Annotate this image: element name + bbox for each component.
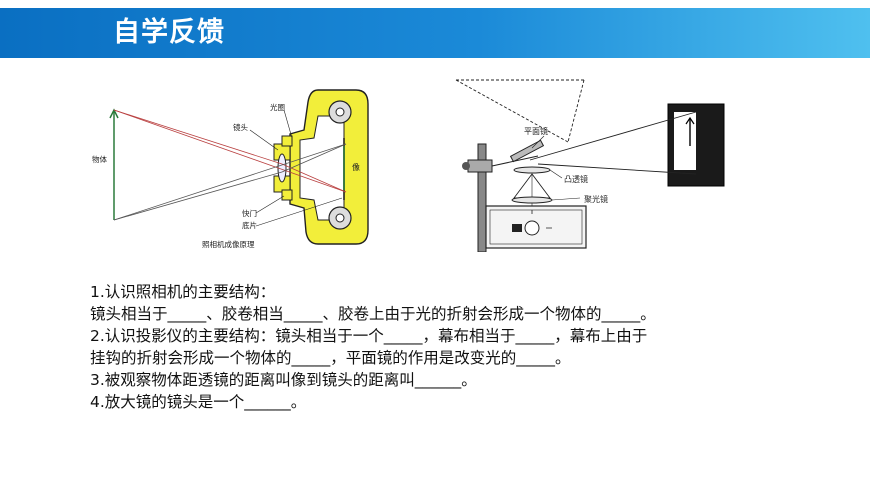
- title-banner: 自学反馈: [0, 8, 870, 58]
- plane-mirror: [509, 139, 545, 163]
- label-shutter: 快门: [242, 208, 257, 218]
- label-object: 物体: [92, 154, 107, 164]
- page-title: 自学反馈: [113, 17, 225, 48]
- question-line: 挂钩的折射会形成一个物体的_____，平面镜的作用是改变光的_____。: [90, 349, 571, 367]
- label-mirror: 平面镜: [524, 126, 548, 136]
- label-film: 底片: [242, 220, 257, 230]
- camera-diagram: 光圈 镜头 物体 像 快门 底片 照相机成像原理: [86, 80, 376, 256]
- question-line: 镜头相当于_____、胶卷相当_____、胶卷上由于光的折射会形成一个物体的__…: [90, 305, 656, 323]
- projector-pole: [477, 143, 487, 252]
- label-convex-lens: 凸透镜: [564, 174, 588, 184]
- figure-caption: 照相机成像原理: [202, 239, 255, 249]
- projector-diagram: 平面镜 凸透镜 聚光镜: [452, 78, 728, 252]
- question-line: 4.放大镜的镜头是一个______。: [90, 393, 307, 411]
- label-condenser: 聚光镜: [584, 194, 608, 204]
- projector-lamp-icon: [524, 220, 540, 236]
- condenser-lens: [511, 196, 553, 204]
- question-line: 2.认识投影仪的主要结构：镜头相当于一个_____，幕布相当于_____，幕布上…: [90, 327, 648, 345]
- label-aperture: 光圈: [270, 102, 285, 112]
- question-line: 3.被观察物体距透镜的距离叫像到镜头的距离叫______。: [90, 371, 477, 389]
- question-block: 1.认识照相机的主要结构： 镜头相当于_____、胶卷相当_____、胶卷上由于…: [90, 281, 820, 413]
- label-image: 像: [352, 162, 360, 172]
- label-lens: 镜头: [233, 122, 248, 132]
- question-line: 1.认识照相机的主要结构：: [90, 283, 276, 301]
- convex-lens: [513, 166, 551, 174]
